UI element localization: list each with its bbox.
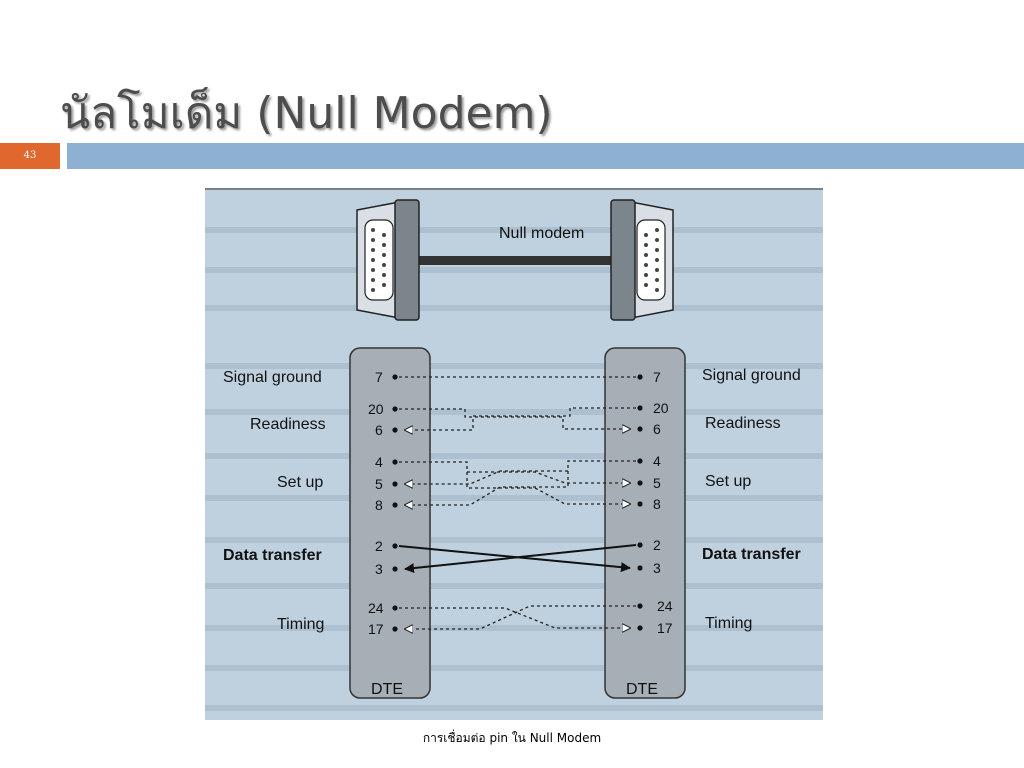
pin-right-3: 3 [653,560,661,576]
pin-right-20: 20 [653,400,669,416]
cable-label: Null modem [499,225,584,242]
label-right-timing: Timing [705,615,752,632]
wire-left24-to-right17 [399,607,630,628]
label-right-readiness: Readiness [705,415,781,432]
wire-right2-to-left3 [404,544,637,574]
pin-left-4: 4 [375,454,383,470]
cable-line [415,256,625,265]
pin-right-2: 2 [653,537,661,553]
null-modem-cable: Null modem [356,199,674,321]
pin-right-8: 8 [653,496,661,512]
pin-left-5: 5 [375,476,383,492]
pin-left-20: 20 [368,401,384,417]
pin-right-4: 4 [653,453,661,469]
pin-left-8: 8 [375,497,383,513]
slide-title: นัลโมเด็ม (Null Modem) [60,88,553,139]
wire-right4-to-left5 [405,460,636,484]
wire-left4-to-right8 [466,472,630,504]
figure-background [205,188,823,720]
label-left-signal-ground: Signal ground [223,369,322,386]
data-transfer-wiring [398,544,637,574]
wire-right20-to-left6 [405,407,636,430]
pin-right-6: 6 [653,421,661,437]
wire-right24-to-left17 [405,605,636,629]
title-bar [67,143,1024,169]
left-dte-label: DTE [371,681,403,698]
pin-wiring [399,376,636,629]
label-left-setup: Set up [277,474,323,491]
pin-right-5: 5 [653,475,661,491]
wire-left20-to-right6 [399,408,630,429]
pin-left-6: 6 [375,422,383,438]
left-dte-box [349,347,431,699]
wire-right4-to-left8 [405,471,569,505]
background-scan-lines [205,227,823,711]
right-connector-icon [610,199,674,321]
pin-left-24: 24 [368,600,384,616]
pin-right-17: 17 [657,620,673,636]
null-modem-figure: Null modem Signal ground Readiness Set u… [205,188,823,720]
right-dte-box [604,347,686,699]
null-modem-diagram: Null modem Signal ground Readiness Set u… [205,188,823,720]
left-connector-icon [356,199,420,321]
label-right-setup: Set up [705,473,751,490]
label-left-timing: Timing [277,616,324,633]
pin-right-7: 7 [653,369,661,385]
label-left-data-transfer: Data transfer [223,547,322,564]
pin-left-2: 2 [375,538,383,554]
pin-right-24: 24 [657,598,673,614]
label-right-signal-ground: Signal ground [702,367,801,384]
label-right-data-transfer: Data transfer [702,546,801,563]
pin-left-3: 3 [375,561,383,577]
pin-left-7: 7 [375,369,383,385]
pin-left-17: 17 [368,621,384,637]
label-left-readiness: Readiness [250,416,326,433]
slide-number: 43 [0,143,60,169]
figure-caption: การเชื่อมต่อ pin ใน Null Modem [422,731,602,745]
right-dte-label: DTE [626,681,658,698]
wire-left4-to-right5 [399,461,630,483]
